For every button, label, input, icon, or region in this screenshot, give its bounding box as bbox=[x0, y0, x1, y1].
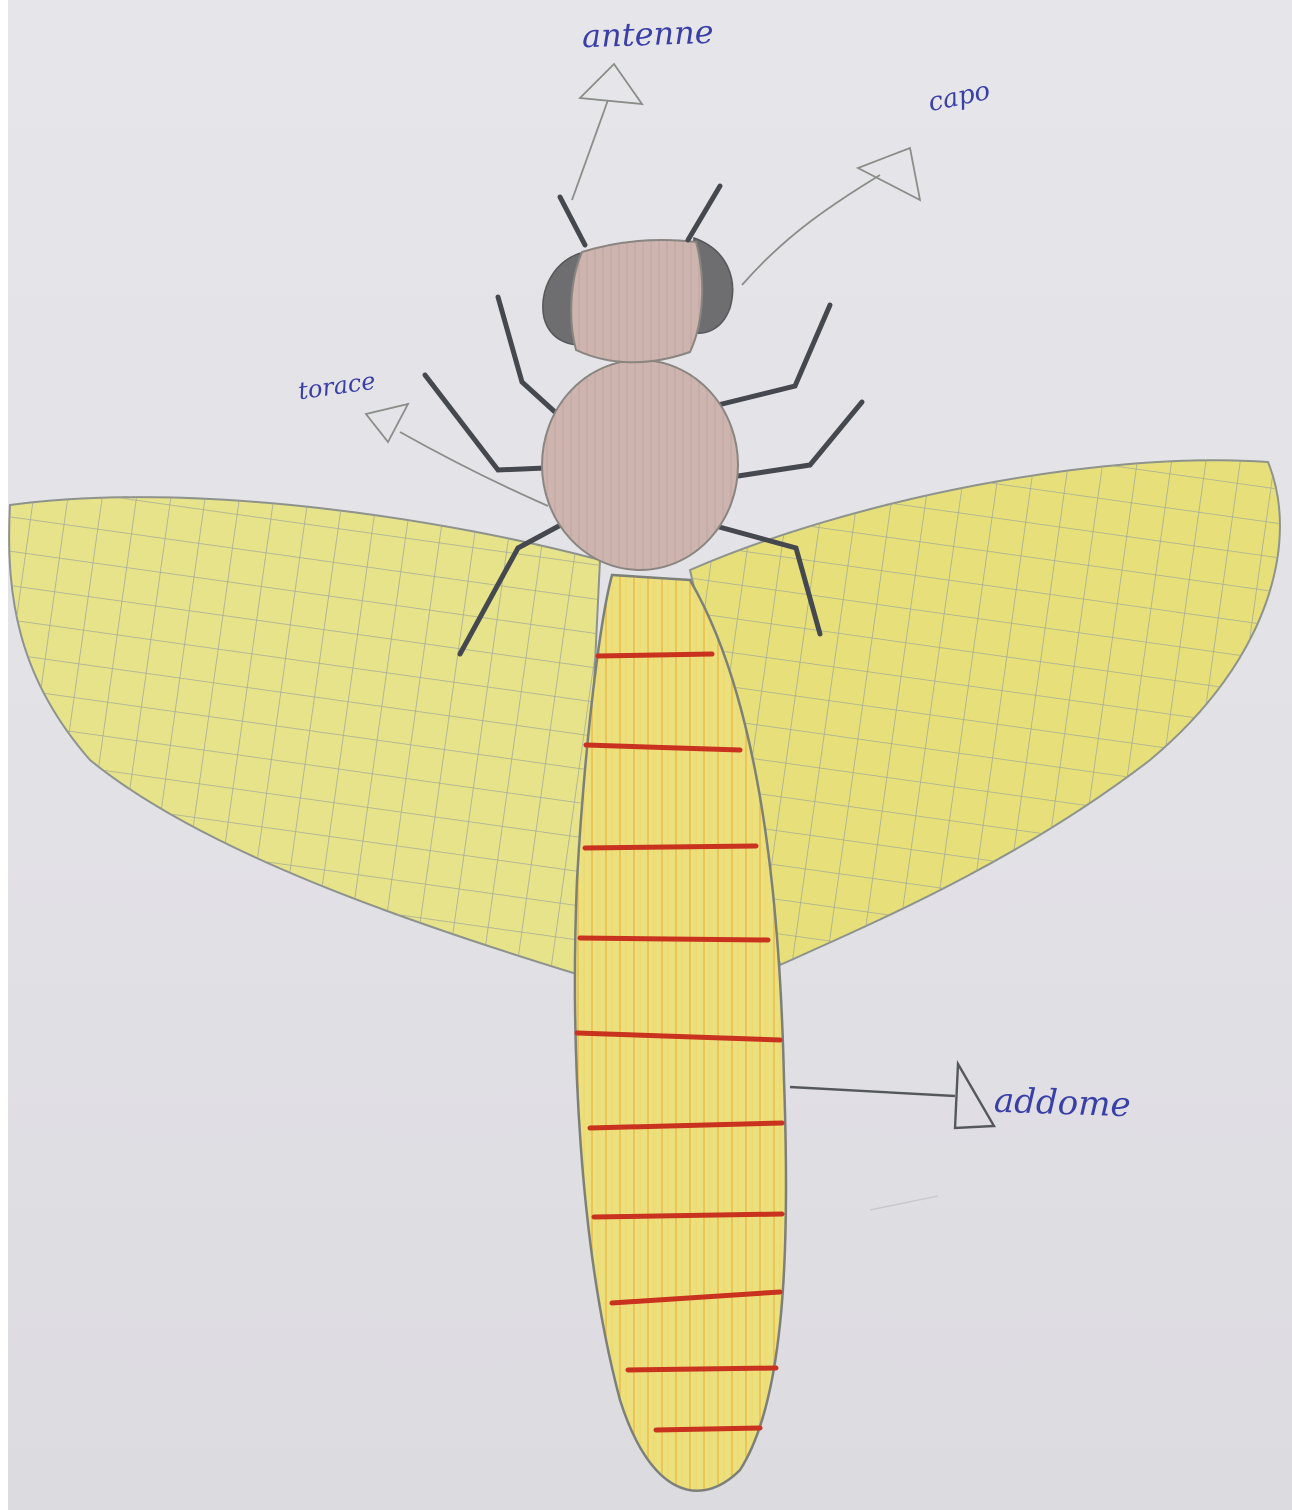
label-antenne: antenne bbox=[581, 16, 714, 53]
arrow-antenne bbox=[580, 64, 642, 104]
head bbox=[543, 186, 733, 362]
pointer-antenne bbox=[572, 100, 608, 200]
leg-front-right bbox=[718, 305, 830, 405]
antenna-left bbox=[560, 197, 585, 245]
thorax bbox=[542, 360, 738, 570]
stray-pencil-mark bbox=[870, 1196, 938, 1210]
label-addome: addome bbox=[993, 1084, 1131, 1123]
arrow-capo bbox=[858, 148, 920, 200]
arrow-addome bbox=[955, 1064, 994, 1128]
head-body bbox=[571, 240, 702, 362]
antenna-right bbox=[688, 186, 720, 240]
leg-mid-right bbox=[738, 402, 862, 476]
pointer-addome bbox=[790, 1087, 955, 1096]
pointer-capo bbox=[742, 175, 880, 285]
arrow-torace bbox=[366, 404, 408, 442]
